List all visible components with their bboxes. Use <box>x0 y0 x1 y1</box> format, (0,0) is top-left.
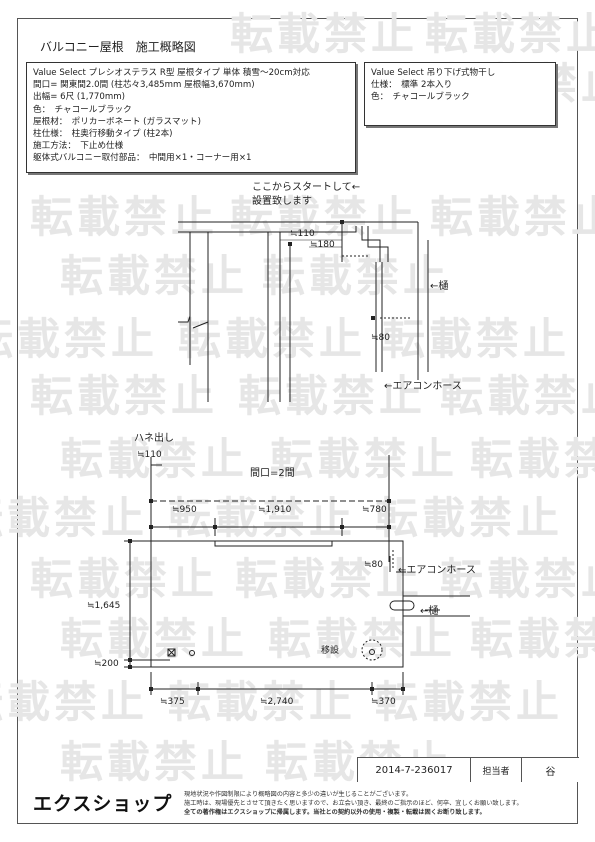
drawing-number: 2014-7-236017 <box>358 758 471 782</box>
dimension-label: ≒180 <box>310 240 335 250</box>
dimension-label: ≒370 <box>371 697 396 707</box>
dimension-label: ≒1,645 <box>87 601 120 611</box>
dimension-label: ≒110 <box>137 450 162 460</box>
spec-line: 出幅= 6尺 (1,770mm) <box>33 92 125 103</box>
title-block: 2014-7-236017 担当者 谷 <box>357 757 579 782</box>
spec-line: 柱仕様： 柱奥行移動タイプ (柱2本) <box>33 129 173 140</box>
aircon-hose-label: ←エアコンホース <box>384 380 462 392</box>
plan-view <box>124 455 470 695</box>
dimension-label: ≒80 <box>364 560 383 570</box>
footer-notes: 現地状況や作図制限により概略図の内容と多少の違いが生じることがございます。 施工… <box>184 790 523 817</box>
person-label: 担当者 <box>471 758 522 782</box>
dimension-label: ≒200 <box>94 659 119 669</box>
dimension-label: ≒1,910 <box>258 505 292 515</box>
note-line: 施工時は、現場優先とさせて頂きたく思いますので、お立会い頂き、最終のご指示のほど… <box>184 800 523 807</box>
note-line: 現地状況や作図制限により概略図の内容と多少の違いが生じることがございます。 <box>184 791 413 798</box>
dimension-label: ≒2,740 <box>260 697 294 707</box>
spec-line: 施工方法： 下止め仕様 <box>33 141 124 152</box>
frontage-label: 間口=2間 <box>250 467 295 479</box>
gutter-label: ←樋 <box>430 279 448 292</box>
spec-line: Value Select プレシオステラス R型 屋根タイプ 単体 積雪～20c… <box>33 68 310 78</box>
aircon-hose-label: ←エアコンホース <box>398 564 476 576</box>
clothesline-spec-box: Value Select 吊り下げ式物干し 仕様： 標準 2本入り 色： チャコ… <box>364 62 556 126</box>
person-name: 谷 <box>545 766 556 778</box>
elevation-view <box>178 221 429 402</box>
gutter-label: ←樋 <box>420 604 438 617</box>
company-logo: エクスショップ <box>33 793 173 815</box>
spec-line: Value Select 吊り下げ式物干し <box>371 68 496 78</box>
dimension-label: ≒80 <box>371 333 390 343</box>
spec-line: 屋根材： ポリカーボネート (ガラスマット) <box>33 116 201 127</box>
dimension-label: ≒950 <box>172 505 197 515</box>
spec-line: 躯体式バルコニー取付部品： 中間用×1・コーナー用×1 <box>33 153 252 164</box>
spec-line: 色： チャコールブラック <box>371 92 470 103</box>
page-title: バルコニー屋根 施工概略図 <box>40 40 196 54</box>
dimension-label: ≒375 <box>160 697 185 707</box>
roof-spec-box: Value Select プレシオステラス R型 屋根タイプ 単体 積雪～20c… <box>26 62 356 173</box>
relocate-label: 移設 <box>321 644 339 656</box>
dimension-label: ≒780 <box>362 505 387 515</box>
start-note: ここからスタートして← <box>252 181 360 193</box>
spec-line: 間口= 関東間2.0間 (柱芯々3,485mm 屋根幅3,670mm) <box>33 80 255 91</box>
note-line: 全ての著作権はエクスショップに帰属します。当社との契約以外の使用・複製・転載は固… <box>184 809 486 816</box>
drawing-frame <box>17 18 578 824</box>
spec-line: 仕様： 標準 2本入り <box>371 80 453 91</box>
overhang-label: ハネ出し <box>134 431 174 444</box>
start-note: 設置致します <box>252 194 312 207</box>
dimension-label: ≒110 <box>290 229 315 239</box>
spec-line: 色： チャコールブラック <box>33 104 132 115</box>
